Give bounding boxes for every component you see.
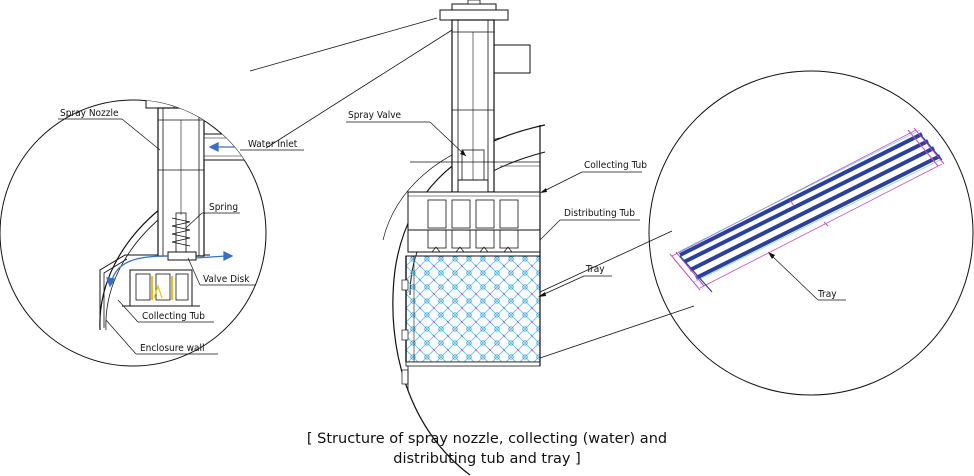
left-detail-circle — [0, 99, 267, 367]
label-tray-right: Tray — [817, 289, 837, 300]
label-spray-valve: Spray Valve — [348, 110, 402, 121]
right-detail-view: Tray — [648, 70, 974, 396]
label-valve-disk: Valve Disk — [203, 274, 250, 285]
label-spray-nozzle: Spray Nozzle — [60, 108, 119, 119]
right-detail-circle — [648, 70, 974, 396]
connector-left-bottom — [265, 29, 453, 149]
tray-stack — [401, 255, 541, 385]
valve-disk — [167, 251, 197, 261]
label-distributing-tub: Distributing Tub — [564, 208, 635, 219]
connector-left-top — [249, 17, 438, 72]
collecting-tub-center — [407, 191, 541, 231]
label-collecting-tub-center: Collecting Tub — [584, 160, 647, 171]
caption-line-2: distributing tub and tray ] — [393, 451, 581, 467]
connector-right-top — [539, 230, 673, 293]
tray-3d-model — [669, 127, 945, 293]
label-tray-center: Tray — [585, 264, 605, 275]
left-detail-view: Spray Nozzle Water Inlet Spring Valve Di… — [0, 99, 304, 367]
center-assembly-view: Spray Valve Collecting Tub Distributing … — [346, 0, 647, 476]
caption-line-1: [ Structure of spray nozzle, collecting … — [306, 431, 668, 447]
label-spring: Spring — [209, 202, 238, 213]
label-enclosure-wall: Enclosure wall — [140, 343, 204, 354]
distributing-tub — [407, 229, 541, 253]
label-water-inlet: Water Inlet — [248, 139, 298, 150]
collecting-tub-small — [122, 269, 200, 307]
label-collecting-tub-left: Collecting Tub — [142, 311, 205, 322]
water-inlet-pipe-center — [489, 44, 531, 74]
connector-right-bottom — [539, 305, 695, 359]
